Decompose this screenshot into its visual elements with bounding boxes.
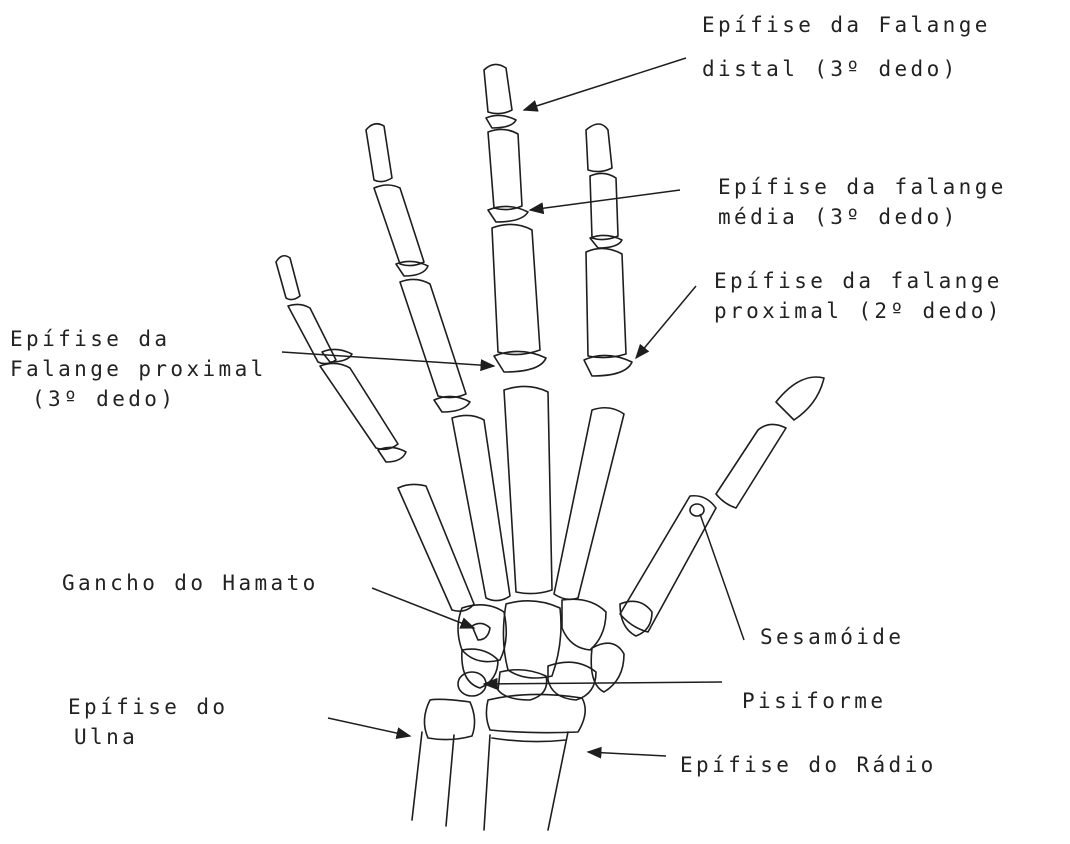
pointer-proximal3	[282, 352, 494, 366]
label-ulna-epiphysis: Epífise do Ulna	[68, 692, 228, 752]
label-radio-text: Epífise do Rádio	[680, 750, 937, 780]
finger4-middle-phalanx	[374, 185, 424, 266]
thumb-proximal-phalanx	[716, 424, 786, 508]
ulna-shaft	[412, 732, 454, 826]
label-proximal3-line-2: Falange proximal	[10, 354, 267, 384]
finger2-proximal-phalanx	[586, 248, 626, 357]
pointer-ulna	[328, 718, 410, 736]
finger2-distal-phalanx	[586, 124, 612, 172]
finger5-distal-phalanx	[276, 256, 300, 300]
finger4-metacarpal-epiphysis	[434, 396, 470, 412]
finger3-middle-phalanx	[488, 129, 522, 209]
label-distal-line-2: distal (3º dedo)	[702, 54, 991, 84]
label-media-line-1: Epífise da falange	[718, 172, 1007, 202]
label-proximal-phalanx-2nd-finger: Epífise da falange proximal (2º dedo)	[714, 266, 1003, 326]
label-proximal2-line-2: proximal (2º dedo)	[714, 296, 1003, 326]
radius-physis-line	[492, 738, 566, 742]
label-pisiform: Pisiforme	[742, 686, 886, 716]
carpal-trapezium	[591, 643, 624, 692]
finger5-proximal-phalanx	[320, 363, 398, 449]
label-hamate-hook: Gancho do Hamato	[62, 568, 319, 598]
metacarpal-1	[620, 496, 716, 632]
finger3-distal-phalanx	[484, 64, 512, 113]
sesamoid-bone	[690, 504, 704, 516]
ulna-epiphysis	[424, 699, 474, 739]
pointer-media	[530, 190, 680, 210]
label-sesamoid: Sesamóide	[760, 622, 904, 652]
label-ulna-line-1: Epífise do	[68, 692, 228, 722]
pointer-lines	[282, 58, 744, 756]
label-proximal-phalanx-3rd-finger: Epífise da Falange proximal (3º dedo)	[10, 324, 267, 414]
label-proximal2-line-1: Epífise da falange	[714, 266, 1003, 296]
pointer-pisiforme	[484, 682, 722, 684]
metacarpal-5	[398, 484, 474, 611]
label-proximal3-line-3: (3º dedo)	[10, 384, 267, 414]
label-distal-line-1: Epífise da Falange	[702, 10, 991, 40]
pointer-sesamoide	[700, 514, 744, 640]
pointer-proximal2	[636, 286, 696, 358]
label-distal-phalanx-epiphysis: Epífise da Falange distal (3º dedo)	[702, 10, 991, 84]
carpal-capitate	[503, 601, 561, 678]
label-radius-epiphysis: Epífise do Rádio	[680, 750, 937, 780]
finger2-proximal-epiphysis	[584, 355, 632, 376]
label-middle-phalanx-epiphysis: Epífise da falange média (3º dedo)	[718, 172, 1007, 232]
label-media-line-2: média (3º dedo)	[718, 202, 1007, 232]
finger4-proximal-phalanx	[400, 279, 466, 397]
label-sesamoide-text: Sesamóide	[760, 622, 904, 652]
label-ulna-line-2: Ulna	[68, 722, 228, 752]
metacarpal-3	[504, 386, 552, 593]
radius-epiphysis	[486, 694, 585, 732]
label-hamato-text: Gancho do Hamato	[62, 568, 319, 598]
carpal-trapezoid	[562, 599, 606, 650]
finger4-distal-phalanx	[366, 124, 392, 182]
pointer-hamato	[372, 588, 474, 628]
radius-shaft	[484, 732, 568, 830]
metacarpal-2	[554, 408, 624, 600]
label-proximal3-line-1: Epífise da	[10, 324, 267, 354]
finger3-proximal-phalanx	[492, 224, 540, 354]
carpal-hamate	[458, 605, 506, 662]
finger2-middle-epiphysis	[590, 235, 622, 248]
pointer-radio	[588, 752, 666, 756]
finger2-middle-phalanx	[590, 173, 618, 239]
label-pisiforme-text: Pisiforme	[742, 686, 886, 716]
pointer-distal	[524, 58, 686, 110]
hamate-hook	[472, 623, 490, 640]
finger3-distal-epiphysis	[486, 115, 516, 128]
thumb-distal-phalanx	[776, 377, 824, 420]
